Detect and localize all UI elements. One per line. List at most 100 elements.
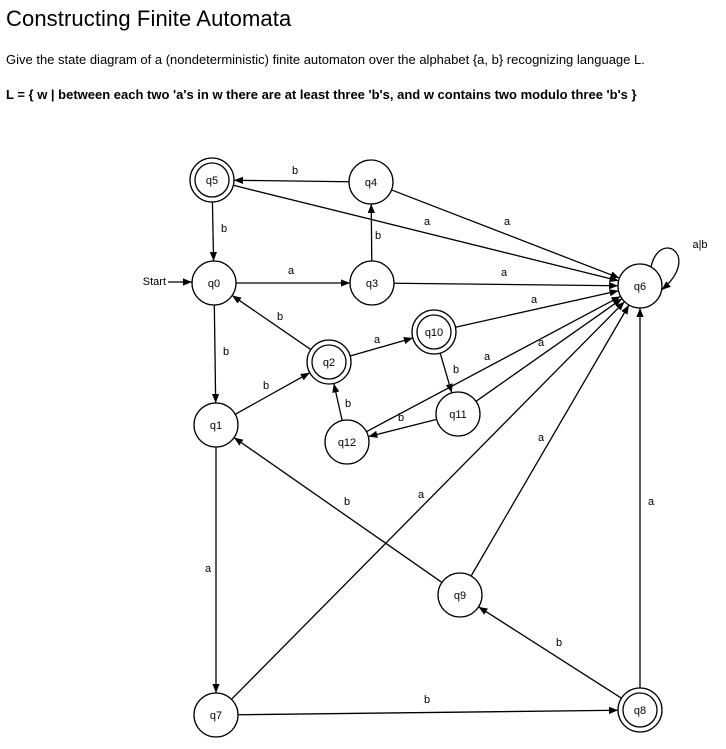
transition-arrow [439, 352, 453, 394]
start-indicator: Start [143, 276, 192, 288]
state-label: q0 [208, 278, 220, 290]
transition-label: b [344, 496, 350, 508]
state-label: q4 [365, 177, 377, 189]
transition-arrow [332, 383, 343, 421]
transition-q5-q0: b [209, 201, 227, 262]
state-circle [324, 419, 370, 465]
state-circle [191, 260, 237, 306]
transition-q8-q6: a [636, 308, 655, 688]
transition-q11-q12: b [368, 412, 437, 438]
transition-arrow [368, 418, 437, 438]
state-q10: q10 [411, 309, 457, 355]
transition-q1-q7: a [205, 447, 220, 693]
page-title: Constructing Finite Automata [6, 6, 292, 31]
transition-q10-q6: a [455, 289, 619, 328]
transition-q3-q6: a [393, 267, 619, 290]
transition-q0-q3: a [236, 265, 350, 287]
state-label: q7 [210, 710, 222, 722]
transition-q4-q5: b [233, 165, 350, 184]
transition-arrow [233, 176, 350, 184]
state-q5: q5 [189, 157, 235, 203]
state-q4: q4 [348, 159, 394, 205]
states-layer: q0 q1 q2 q3 q4 q5 q6 q7 q8 q9 q10 q11 q12 [189, 157, 663, 738]
transition-label: b [398, 412, 404, 424]
transition-q5-q6: a [233, 184, 619, 283]
transition-label: b [453, 364, 459, 376]
transition-label: b [345, 398, 351, 410]
transition-label: b [221, 223, 227, 235]
state-q9: q9 [437, 572, 483, 618]
transition-arrow [455, 289, 619, 328]
transition-label: a [538, 432, 545, 444]
transition-label: a [538, 337, 545, 349]
transition-arrow [470, 304, 630, 577]
accepting-ring [311, 344, 347, 380]
transition-arrow [211, 304, 220, 404]
transition-arrow [478, 606, 622, 699]
transition-q8-q9: b [478, 606, 622, 699]
state-label: q1 [210, 420, 222, 432]
transition-arrow [233, 437, 443, 583]
state-label: q5 [206, 175, 218, 187]
transition-arrow [367, 203, 375, 262]
transition-label: b [277, 311, 283, 323]
state-circle [349, 260, 395, 306]
state-q7: q7 [193, 692, 239, 738]
state-circle [437, 572, 483, 618]
state-circle [193, 692, 239, 738]
transition-label: b [263, 380, 269, 392]
transition-label: a [531, 294, 538, 306]
transition-arrow [231, 301, 625, 700]
accepting-ring [622, 692, 658, 728]
transition-q4-q6: a [391, 189, 620, 279]
state-q8: q8 [617, 687, 663, 733]
transition-q1-q2: b [234, 372, 311, 415]
transition-label: a [648, 496, 655, 508]
transition-q6-q6: a|b [650, 239, 708, 291]
transition-q3-q4: b [367, 203, 381, 262]
transition-q9-q6: a [470, 304, 630, 577]
transition-label: a [205, 563, 212, 575]
transition-label: b [223, 346, 229, 358]
transition-label: b [375, 230, 381, 242]
state-label: q2 [323, 357, 335, 369]
transition-q7-q8: b [237, 694, 619, 716]
transition-arrow [393, 282, 619, 290]
accepting-ring [416, 314, 452, 350]
transition-q9-q1: b [233, 437, 443, 583]
transition-label: a [424, 216, 431, 228]
transition-label: a [484, 351, 491, 363]
transition-q2-q10: a [349, 334, 414, 357]
state-circle [617, 263, 663, 309]
start-label: Start [143, 276, 166, 288]
transition-arrow [237, 706, 619, 716]
state-label: q11 [449, 409, 467, 421]
transition-label: a|b [692, 239, 707, 251]
transition-label: b [424, 694, 430, 706]
transition-label: a [374, 334, 381, 346]
self-loop-arrow [650, 247, 680, 291]
transition-arrow [231, 294, 312, 351]
state-circle [193, 402, 239, 448]
accepting-ring [194, 162, 230, 198]
transition-q0-q1: b [211, 304, 229, 404]
state-q11: q11 [435, 391, 481, 437]
transition-q12-q2: b [332, 383, 351, 421]
transition-arrow [349, 337, 414, 357]
state-circle [435, 391, 481, 437]
transition-arrow [391, 189, 620, 279]
state-label: q12 [338, 437, 356, 449]
state-q6: q6 [617, 263, 663, 309]
transition-arrow [209, 201, 217, 262]
transition-label: a [501, 267, 508, 279]
state-q2: q2 [306, 339, 352, 385]
state-label: q3 [366, 278, 378, 290]
transition-label: a [288, 265, 295, 277]
state-label: q10 [425, 327, 443, 339]
transition-q10-q11: b [439, 352, 459, 394]
transition-arrow [366, 295, 621, 433]
state-label: q9 [454, 590, 466, 602]
transition-label: b [556, 637, 562, 649]
